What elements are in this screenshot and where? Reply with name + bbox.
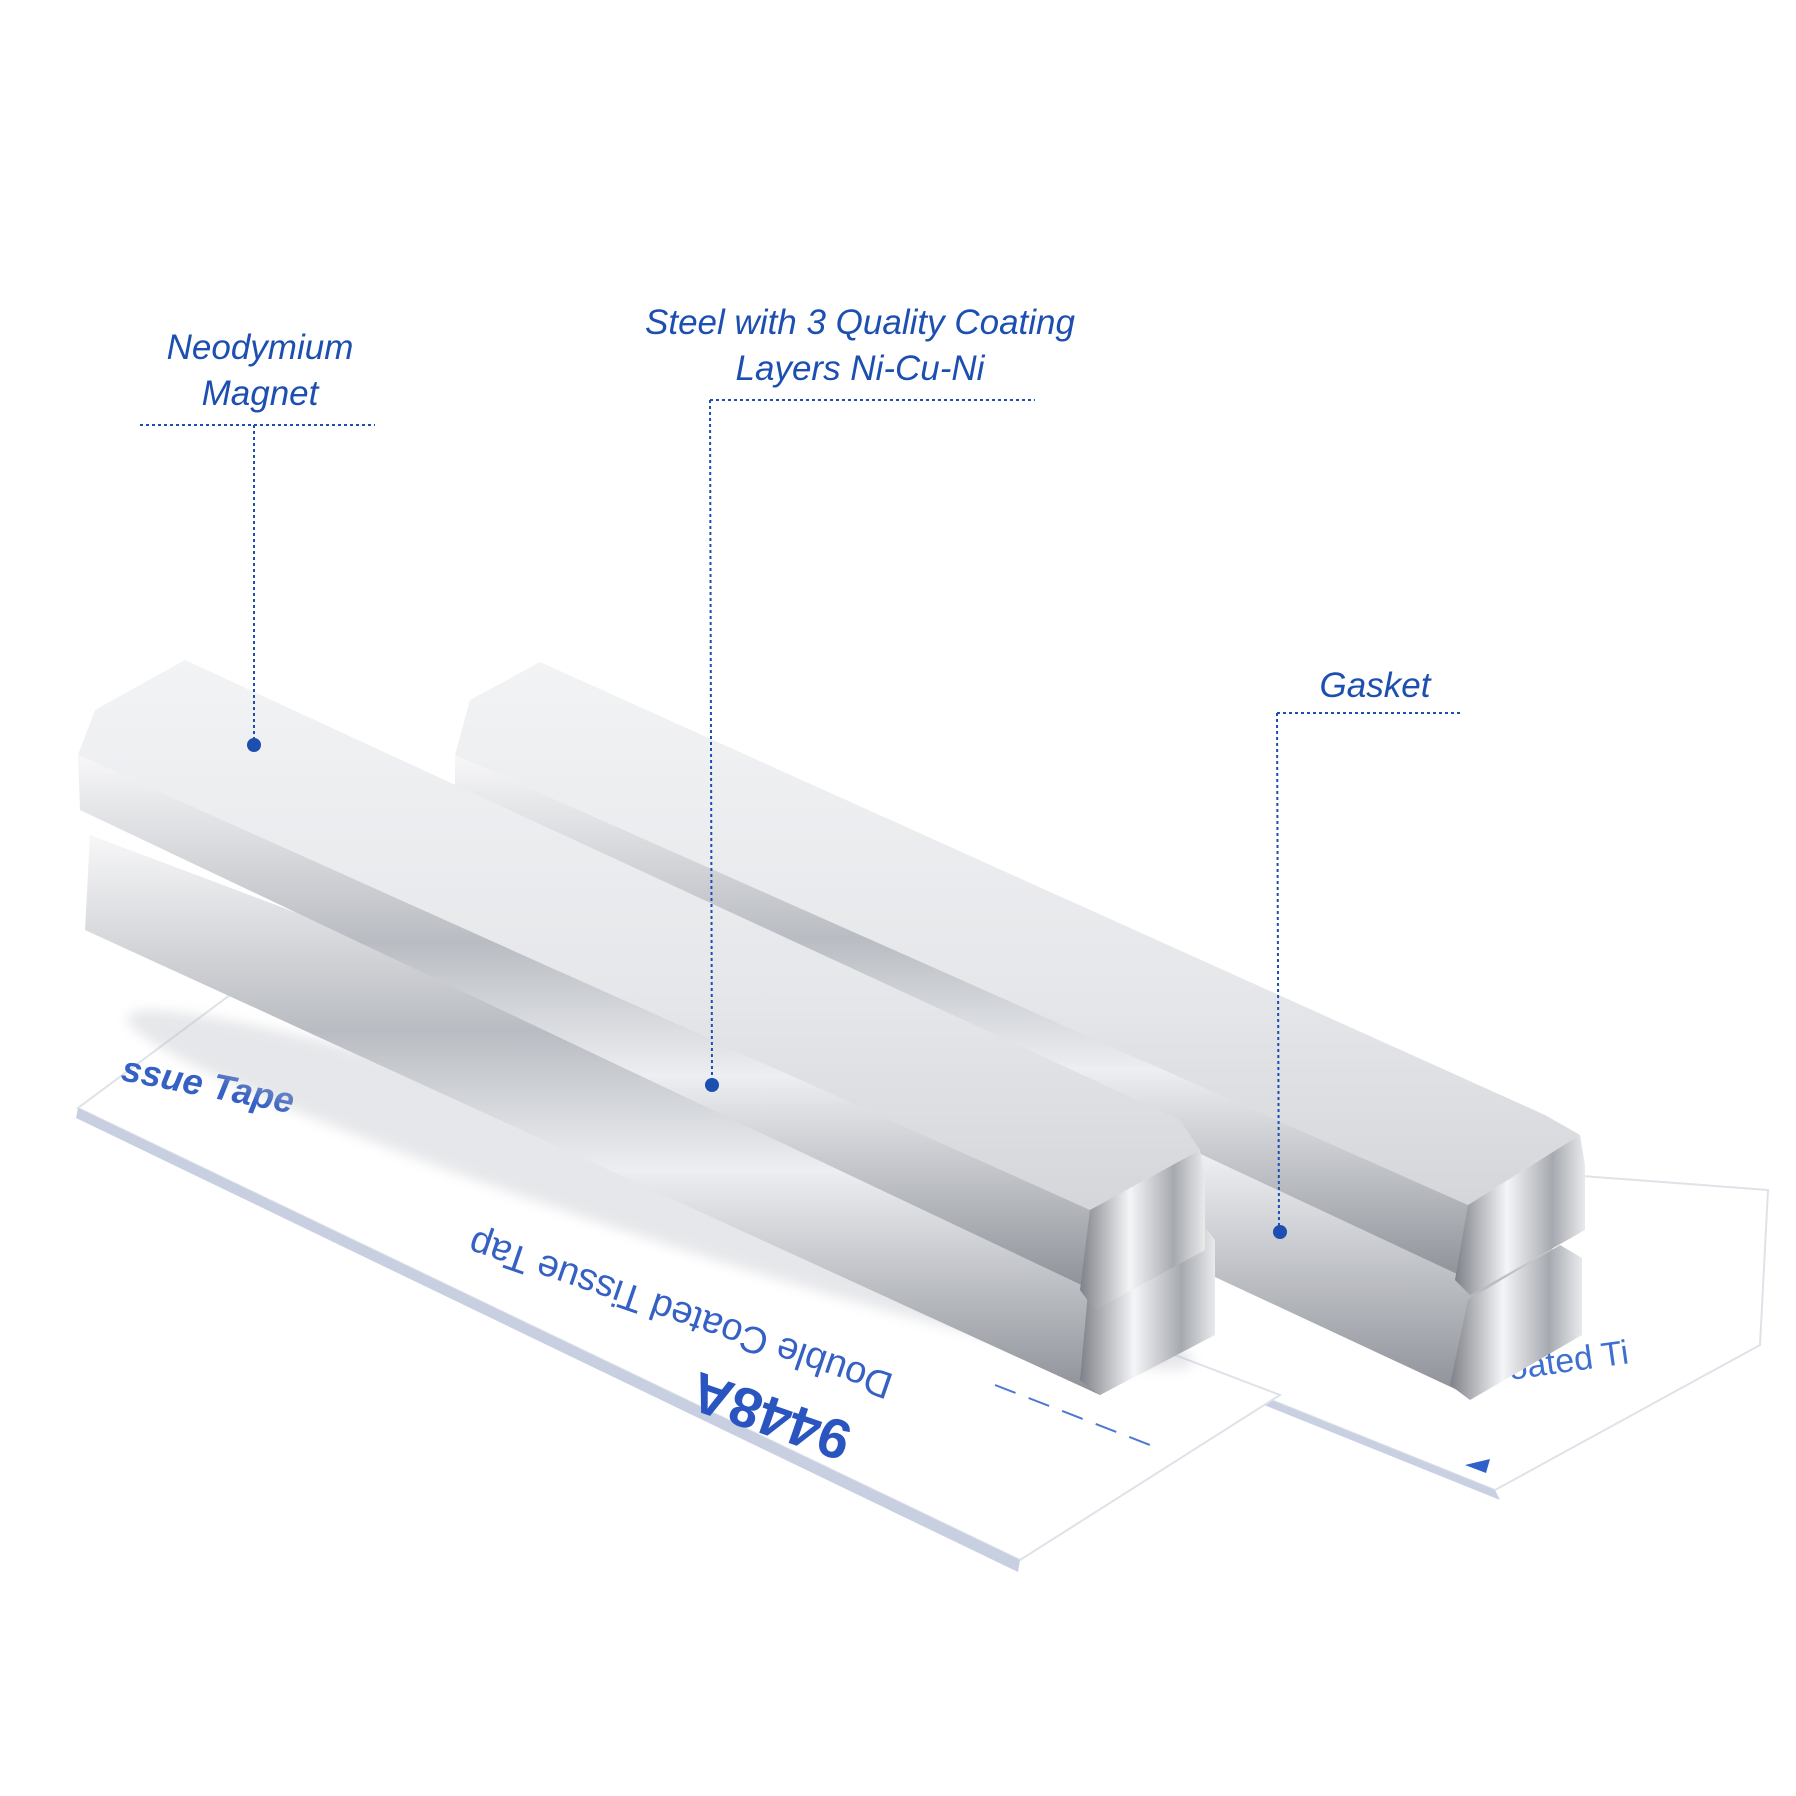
callout-neodymium-leader <box>140 424 375 752</box>
magnet-bar-left-upper <box>78 660 1205 1310</box>
callout-gasket-label: Gasket <box>1290 663 1460 709</box>
callout-steel-line1: Steel with 3 Quality Coating <box>645 303 1075 342</box>
callout-steel-label: Steel with 3 Quality Coating Layers Ni-C… <box>600 300 1120 392</box>
magnet-bar-right-upper <box>455 662 1585 1295</box>
callout-neodymium-line2: Magnet <box>201 374 319 413</box>
callout-gasket-leader <box>1273 712 1462 1239</box>
callout-steel-line2: Layers Ni-Cu-Ni <box>735 349 985 388</box>
callout-gasket-line1: Gasket <box>1319 666 1431 705</box>
callout-neodymium-line1: Neodymium <box>166 328 354 367</box>
callout-neodymium-label: Neodymium Magnet <box>140 325 380 417</box>
callout-steel-leader <box>705 399 1035 1092</box>
